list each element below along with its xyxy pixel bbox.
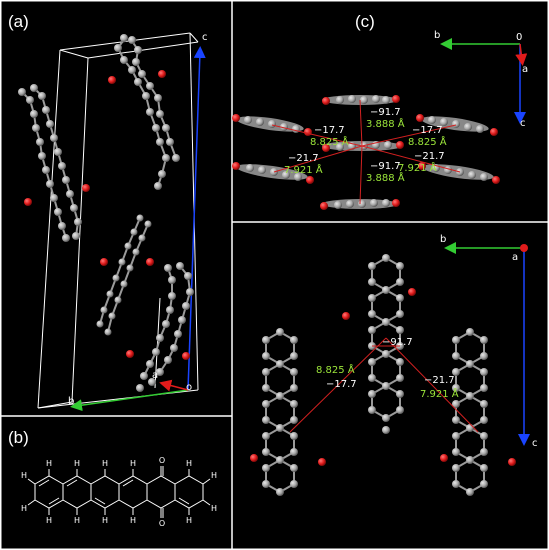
h-label: H xyxy=(21,471,27,480)
o-label: O xyxy=(159,519,165,528)
axis-label-zero-c-top: 0 xyxy=(516,32,523,43)
structural-formula-atoms: H H H H H H H H H H O O H H H H xyxy=(21,456,217,528)
distance-label: 3.888 Å xyxy=(366,173,405,184)
stack-molecule-top-center xyxy=(322,95,400,105)
distance-label: 7.921 Å xyxy=(284,165,323,176)
angle-label: −91.7 xyxy=(370,161,401,172)
stack-molecule-upper-right xyxy=(416,114,498,136)
h-label: H xyxy=(46,459,52,468)
h-label: H xyxy=(21,504,27,513)
distance-label: 3.888 Å xyxy=(366,119,405,130)
stack-molecule-upper-left xyxy=(232,114,312,136)
h-label: H xyxy=(186,516,192,525)
h-label: H xyxy=(211,471,217,480)
herringbone-molecule-right xyxy=(440,328,516,496)
axis-label-a-c-bottom: a xyxy=(512,252,519,263)
h-label: H xyxy=(74,516,80,525)
axis-a-arrow-c-top xyxy=(515,43,528,66)
panel-label-a: (a) xyxy=(8,12,29,31)
h-label: H xyxy=(211,504,217,513)
axis-a-arrow-a xyxy=(159,379,189,392)
angle-label: −17.7 xyxy=(326,379,357,390)
distance-label: 7.921 Å xyxy=(420,389,459,400)
axis-a-dot-c-bottom xyxy=(520,244,528,252)
contact-lines-bottom xyxy=(289,337,479,433)
axis-label-o-a: o xyxy=(186,382,193,393)
stack-molecule-lower-left xyxy=(232,162,314,184)
angle-label: −91.7 xyxy=(370,107,401,118)
axis-label-a-c-top: a xyxy=(522,64,529,75)
molecule-a-lower-right xyxy=(126,262,194,392)
h-label: H xyxy=(130,459,136,468)
axis-c-arrow-a xyxy=(187,46,206,391)
axis-label-a-a: a xyxy=(152,370,159,381)
axis-label-c-c-bottom: c xyxy=(532,438,538,449)
o-label: O xyxy=(159,456,165,465)
h-label: H xyxy=(186,459,192,468)
angle-label: −17.7 xyxy=(412,125,443,136)
axis-label-b-c-top: b xyxy=(434,30,441,41)
angle-label: −17.7 xyxy=(314,125,345,136)
structural-formula xyxy=(27,466,211,518)
angle-label: −21.7 xyxy=(288,153,319,164)
axis-label-c-a: c xyxy=(202,32,208,43)
distance-label: 7.921 Å xyxy=(398,163,437,174)
h-label: H xyxy=(46,516,52,525)
axis-label-b-c-bottom: b xyxy=(440,234,447,245)
molecule-a-upper-right xyxy=(108,34,180,190)
h-label: H xyxy=(102,516,108,525)
h-label: H xyxy=(74,459,80,468)
axis-b-arrow-a xyxy=(70,389,189,412)
distance-label: 8.825 Å xyxy=(310,137,349,148)
panel-label-b: (b) xyxy=(8,428,29,447)
angle-label: −21.7 xyxy=(424,375,455,386)
axis-label-c-c-top: c xyxy=(520,118,526,129)
h-label: H xyxy=(102,459,108,468)
molecule-a-middle xyxy=(96,214,154,336)
panel-label-c: (c) xyxy=(355,12,375,31)
distance-label: 8.825 Å xyxy=(316,365,355,376)
angle-label: −91.7 xyxy=(382,337,413,348)
herringbone-molecule-left xyxy=(250,328,326,496)
molecule-a-left xyxy=(18,84,90,242)
h-label: H xyxy=(130,516,136,525)
contact-lines-top xyxy=(271,99,461,205)
axis-label-b-a: b xyxy=(68,396,75,407)
distance-label: 8.825 Å xyxy=(408,137,447,148)
angle-label: −21.7 xyxy=(414,151,445,162)
